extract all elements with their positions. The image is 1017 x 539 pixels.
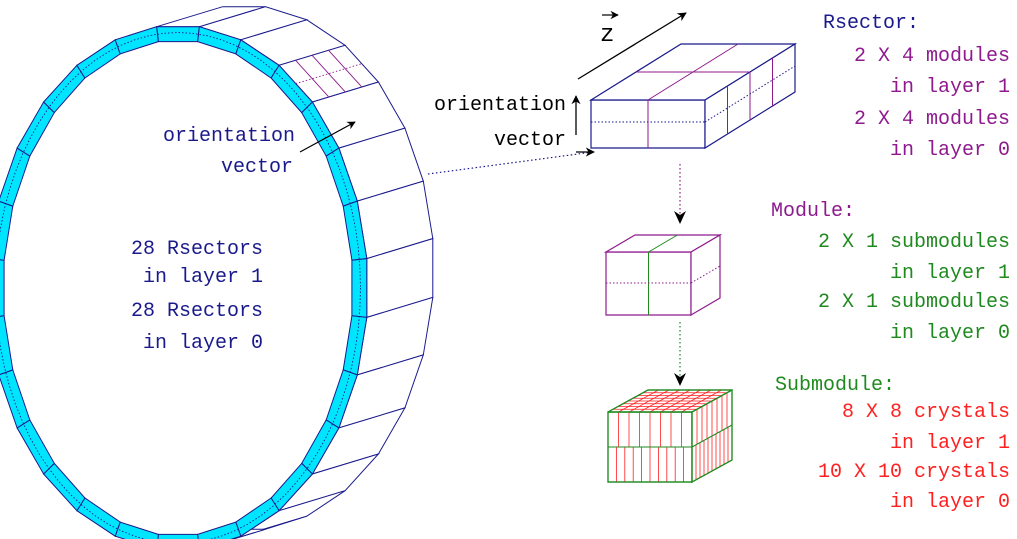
module-layer-split: [606, 265, 721, 284]
rsector-inner-face: [156, 26, 200, 43]
detector-ring: [0, 6, 434, 539]
rsector-inner-face: [114, 521, 159, 539]
rsector-title: Rsector:: [823, 12, 919, 35]
rsector-orientation-line-1: orientation: [434, 94, 566, 117]
highlight-module-line: [295, 60, 330, 98]
rsector-inner-face: [114, 26, 159, 55]
submodule-line-3: 10 X 10 crystals: [818, 461, 1010, 484]
rsector-inner-face: [0, 259, 5, 317]
module-line-3: 2 X 1 submodules: [818, 291, 1010, 314]
ring-label-line-1: 28 Rsectors: [131, 238, 263, 261]
rsector-inner-face: [0, 147, 31, 207]
z-axis-label: z: [600, 22, 614, 49]
rsector-inner-face: [351, 258, 368, 318]
module-line-2: in layer 1: [890, 262, 1010, 285]
rsector-layer-split: [591, 65, 796, 123]
rsector-inner-face: [16, 419, 55, 475]
crystal-line: [660, 389, 701, 413]
rsector-line-1: 2 X 4 modules: [854, 45, 1010, 68]
rsector-inner-face: [0, 315, 14, 375]
ring-orientation-label: orientation vector: [163, 125, 295, 179]
rsector-orientation-line-2: vector: [494, 129, 566, 152]
highlight-module-line: [328, 50, 363, 88]
rsector-orientation-label: orientation vector: [434, 94, 566, 152]
module-line-4: in layer 0: [890, 322, 1010, 345]
submodule-box: [607, 388, 733, 484]
submodule-line-1: 8 X 8 crystals: [842, 401, 1010, 424]
rsector-line-3: 2 X 4 modules: [854, 108, 1010, 131]
submodule-title: Submodule:: [775, 374, 895, 397]
module-title: Module:: [771, 200, 855, 223]
ring-label-line-2: in layer 1: [143, 266, 263, 289]
submodule-description: Submodule: 8 X 8 crystals in layer 1 10 …: [775, 374, 1010, 514]
rsector-inner-face: [157, 533, 199, 539]
rsector-line-2: in layer 1: [890, 76, 1010, 99]
module-box: [603, 233, 723, 317]
rsector-inner-face: [0, 201, 14, 261]
rsector-inner-face: [197, 521, 242, 539]
submodule-layer-line: [691, 424, 733, 448]
ring-label-line-4: in layer 0: [143, 332, 263, 355]
rsector-line-4: in layer 0: [890, 139, 1010, 162]
module-line-1: 2 X 1 submodules: [818, 231, 1010, 254]
submodule-outline: [691, 388, 733, 484]
ring-to-rsector-link: [427, 151, 594, 175]
ring-label-line-3: 28 Rsectors: [131, 300, 263, 323]
ring-label: 28 Rsectors in layer 1 28 Rsectors in la…: [131, 238, 263, 355]
submodule-line-4: in layer 0: [890, 491, 1010, 514]
rsector-box: [588, 42, 798, 150]
rsector-description: Rsector: 2 X 4 modules in layer 1 2 X 4 …: [823, 12, 1010, 162]
module-description: Module: 2 X 1 submodules in layer 1 2 X …: [771, 200, 1010, 345]
crystal-line: [670, 389, 712, 413]
rsector-to-module-arrowhead: [674, 211, 686, 224]
highlight-layer-line: [295, 63, 362, 85]
ring-orientation-line-2: vector: [221, 156, 293, 179]
highlight-module-line: [311, 55, 346, 93]
ring-layer-split: [0, 32, 361, 539]
z-axis-arrow: [577, 12, 687, 80]
rsector-inner-face: [0, 369, 31, 429]
crystal-line: [681, 389, 722, 413]
rsector-inner-face: [76, 497, 121, 537]
submodule-line-2: in layer 1: [890, 432, 1010, 455]
rsector-inner-face: [76, 39, 121, 79]
module-to-submodule-arrowhead: [674, 373, 686, 386]
ring-orientation-line-1: orientation: [163, 125, 295, 148]
rsector-module-grid: [636, 43, 773, 148]
ring-orientation-arrow: [299, 121, 356, 153]
